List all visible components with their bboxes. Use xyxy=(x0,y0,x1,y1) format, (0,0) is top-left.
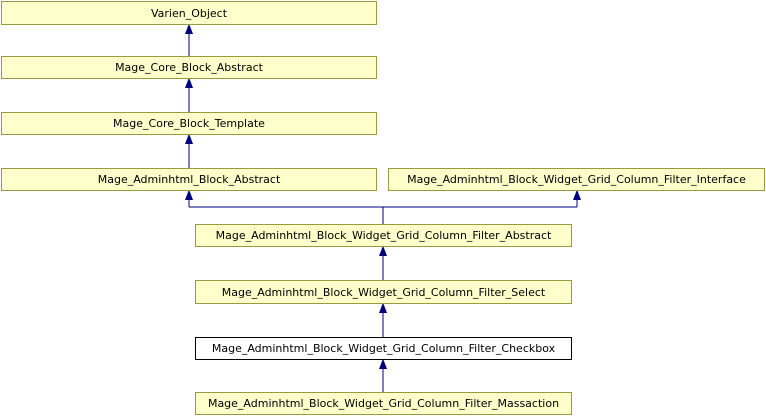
node-filter-massaction[interactable]: Mage_Adminhtml_Block_Widget_Grid_Column_… xyxy=(195,392,572,415)
node-filter-abstract[interactable]: Mage_Adminhtml_Block_Widget_Grid_Column_… xyxy=(195,224,572,247)
node-filter-interface[interactable]: Mage_Adminhtml_Block_Widget_Grid_Column_… xyxy=(388,168,765,191)
node-mage-core-block-template[interactable]: Mage_Core_Block_Template xyxy=(1,112,377,135)
node-filter-checkbox: Mage_Adminhtml_Block_Widget_Grid_Column_… xyxy=(195,337,572,360)
node-mage-core-block-abstract[interactable]: Mage_Core_Block_Abstract xyxy=(1,56,377,79)
node-varien-object[interactable]: Varien_Object xyxy=(1,1,377,25)
node-filter-select[interactable]: Mage_Adminhtml_Block_Widget_Grid_Column_… xyxy=(195,280,572,304)
node-mage-adminhtml-block-abstract[interactable]: Mage_Adminhtml_Block_Abstract xyxy=(1,168,377,191)
